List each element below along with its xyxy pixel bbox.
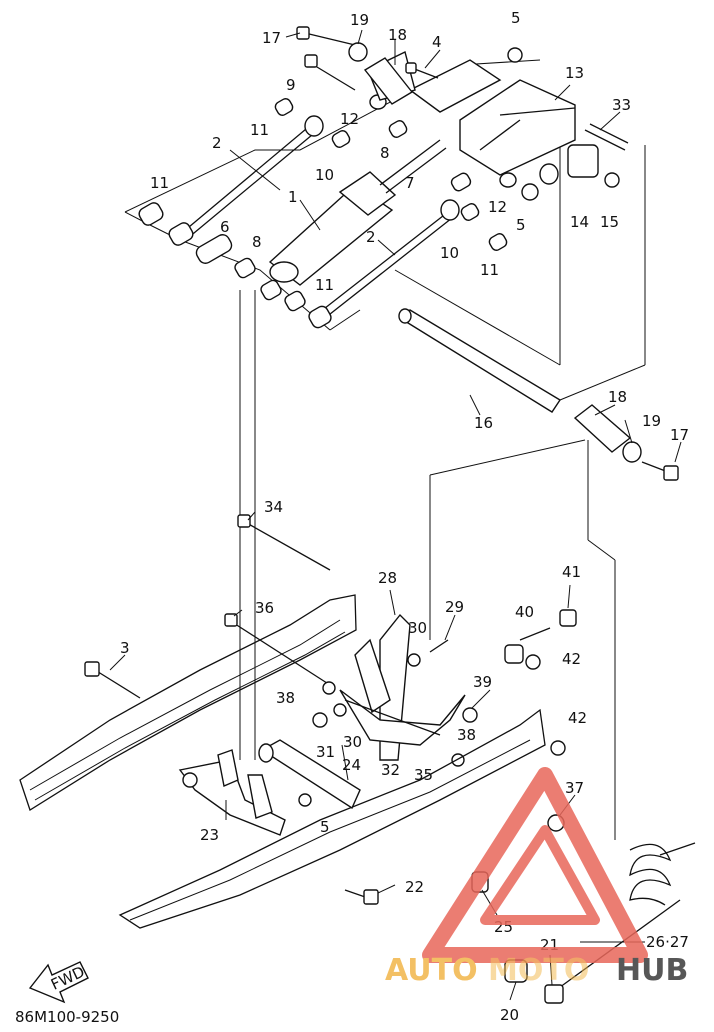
watermark-text-auto: AUTO: [385, 953, 478, 988]
callout-17: 17: [262, 29, 281, 47]
callout-4: 4: [432, 33, 442, 51]
upper-assembly-plate: [124, 59, 646, 840]
callout-15: 15: [600, 213, 619, 231]
callout-22: 22: [405, 878, 424, 896]
upper-bracket: [367, 50, 629, 188]
callout-32: 32: [381, 761, 400, 779]
callout-6: 6: [220, 218, 230, 236]
callout-5: 5: [511, 9, 521, 27]
collar-18: [363, 57, 414, 105]
callout-38: 38: [457, 726, 476, 744]
document-code: 86M100-9250: [15, 1008, 119, 1026]
callout-26-27: 26·27: [646, 933, 689, 951]
callout-18: 18: [608, 388, 627, 406]
callout-42: 42: [568, 709, 587, 727]
callout-8: 8: [252, 233, 262, 251]
forward-arrow-icon: FWD: [28, 961, 89, 1004]
callout-39: 39: [473, 673, 492, 691]
callout-11: 11: [315, 276, 334, 294]
bushings: [138, 47, 539, 329]
callout-11: 11: [150, 174, 169, 192]
callout-13: 13: [565, 64, 584, 82]
shock-absorber: [268, 139, 447, 286]
callout-24: 24: [342, 756, 361, 774]
callout-5: 5: [320, 818, 330, 836]
callout-28: 28: [378, 569, 397, 587]
rear-arm: [333, 613, 466, 767]
callout-10: 10: [440, 244, 459, 262]
callout-36: 36: [255, 599, 274, 617]
callout-29: 29: [445, 598, 464, 616]
callout-17: 17: [670, 426, 689, 444]
callout-33: 33: [612, 96, 631, 114]
callout-42: 42: [562, 650, 581, 668]
front-arm: [178, 739, 361, 836]
callout-35: 35: [414, 766, 433, 784]
right-slide-rail: [118, 708, 546, 929]
callout-7: 7: [405, 174, 415, 192]
callout-labels: 1 2 2 3 4 5 5 5 6 7 8 8 9 10 10 11 11 11…: [120, 9, 689, 1024]
callout-19: 19: [350, 11, 369, 29]
callout-8: 8: [380, 144, 390, 162]
callout-34: 34: [264, 498, 283, 516]
callout-10: 10: [315, 166, 334, 184]
callout-31: 31: [316, 743, 335, 761]
callout-2: 2: [366, 228, 376, 246]
shaft-16: [398, 308, 632, 453]
callout-18: 18: [388, 26, 407, 44]
callout-9: 9: [286, 76, 296, 94]
callout-23: 23: [200, 826, 219, 844]
watermark-text-moto: MOTO: [488, 953, 589, 988]
fwd-label: FWD: [48, 963, 87, 994]
callout-11: 11: [480, 261, 499, 279]
callout-41: 41: [562, 563, 581, 581]
callout-19: 19: [642, 412, 661, 430]
watermark-logo: AUTO MOTO HUB: [385, 767, 688, 988]
callout-38: 38: [276, 689, 295, 707]
bolts: [84, 26, 679, 699]
callout-20: 20: [500, 1006, 519, 1024]
left-slide-rail: [19, 594, 357, 811]
callout-12: 12: [340, 110, 359, 128]
callout-30: 30: [408, 619, 427, 637]
callout-14: 14: [570, 213, 589, 231]
watermark-text-hub: HUB: [616, 953, 688, 988]
callout-16: 16: [474, 414, 493, 432]
callout-12: 12: [488, 198, 507, 216]
callout-2: 2: [212, 134, 222, 152]
callout-40: 40: [515, 603, 534, 621]
callout-11: 11: [250, 121, 269, 139]
callout-3: 3: [120, 639, 130, 657]
callout-1: 1: [288, 188, 298, 206]
callout-30: 30: [343, 733, 362, 751]
callout-37: 37: [565, 779, 584, 797]
callout-5: 5: [516, 216, 526, 234]
link-rods: [182, 115, 460, 319]
